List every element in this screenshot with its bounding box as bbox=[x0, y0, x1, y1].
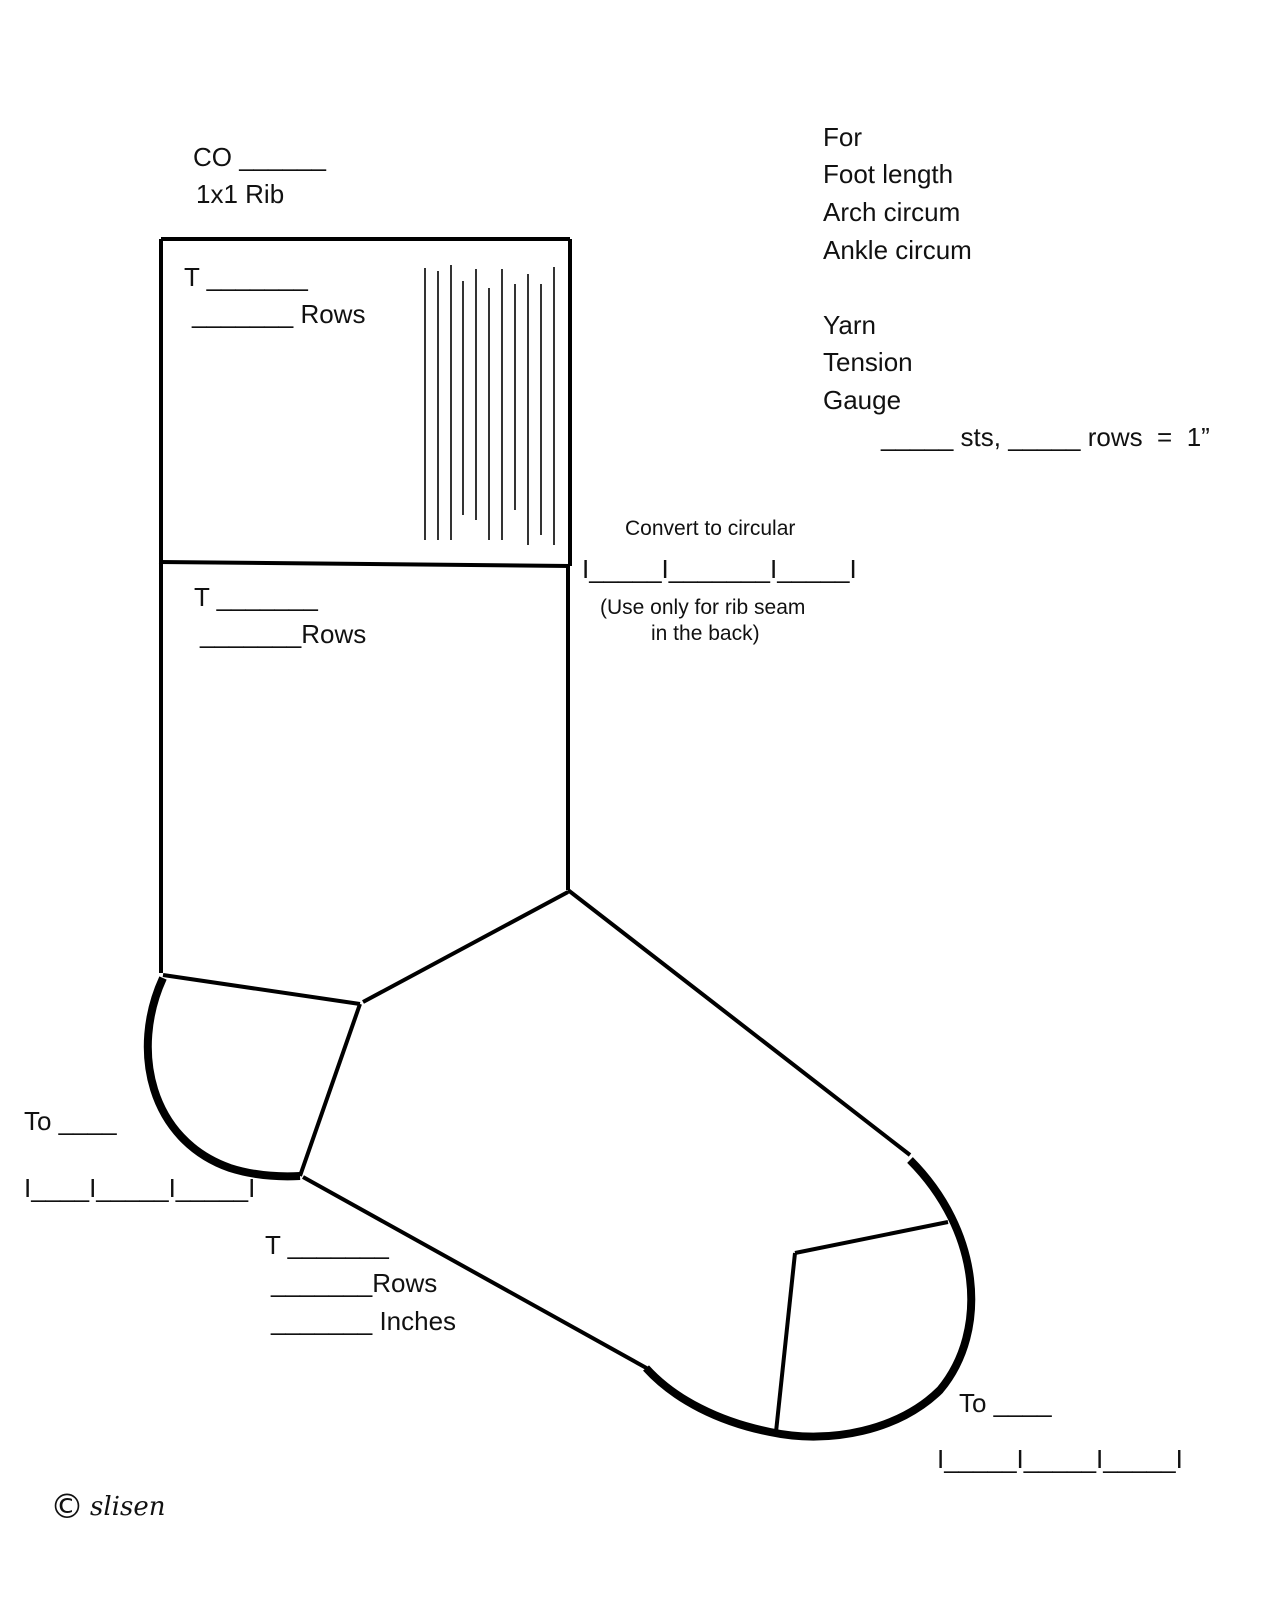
toe-section bbox=[643, 1157, 976, 1441]
cast-on-label: CO ______ bbox=[193, 142, 326, 172]
convert-note-line2: in the back) bbox=[651, 622, 760, 645]
for-field[interactable]: For bbox=[823, 122, 862, 152]
foot-inches-field[interactable]: _______ Inches bbox=[271, 1306, 457, 1336]
rib-texture-lines bbox=[424, 265, 555, 545]
leg-tension-field[interactable]: T _______ bbox=[194, 582, 318, 612]
tension-field[interactable]: Tension bbox=[823, 347, 913, 377]
toe-ruler[interactable]: I_____I_____I_____I bbox=[937, 1444, 1183, 1474]
ankle-circum-field[interactable]: Ankle circum bbox=[823, 235, 972, 265]
copyright-icon: © bbox=[50, 1487, 84, 1527]
rib-label: 1x1 Rib bbox=[196, 179, 285, 209]
convert-note-line1: (Use only for rib seam bbox=[600, 596, 806, 619]
leg-section bbox=[159, 562, 570, 973]
gauge-line-field[interactable]: _____ sts, _____ rows = 1” bbox=[881, 422, 1210, 452]
foot-tension-field[interactable]: T _______ bbox=[265, 1230, 389, 1260]
heel-to-field[interactable]: To ____ bbox=[24, 1106, 117, 1136]
leg-rows-field[interactable]: _______Rows bbox=[200, 619, 367, 649]
cuff-tension-field[interactable]: T _______ bbox=[184, 262, 308, 292]
toe-to-field[interactable]: To ____ bbox=[959, 1388, 1052, 1418]
convert-circular-title: Convert to circular bbox=[625, 517, 796, 540]
arch-circum-field[interactable]: Arch circum bbox=[823, 197, 961, 227]
foot-rows-field[interactable]: _______Rows bbox=[271, 1268, 438, 1298]
heel-section bbox=[143, 973, 362, 1181]
cuff-section bbox=[158, 237, 572, 568]
convert-circular-ruler[interactable]: I_____I_______I_____I bbox=[582, 554, 857, 584]
foot-length-field[interactable]: Foot length bbox=[823, 159, 954, 189]
heel-ruler[interactable]: I____I_____I_____I bbox=[24, 1173, 256, 1203]
copyright-author: slisen bbox=[90, 1492, 166, 1522]
copyright-mark: © slisen bbox=[50, 1490, 165, 1524]
foot-section bbox=[302, 888, 912, 1372]
yarn-field[interactable]: Yarn bbox=[823, 310, 876, 340]
gauge-label: Gauge bbox=[823, 385, 902, 415]
cuff-rows-field[interactable]: _______ Rows bbox=[192, 299, 366, 329]
